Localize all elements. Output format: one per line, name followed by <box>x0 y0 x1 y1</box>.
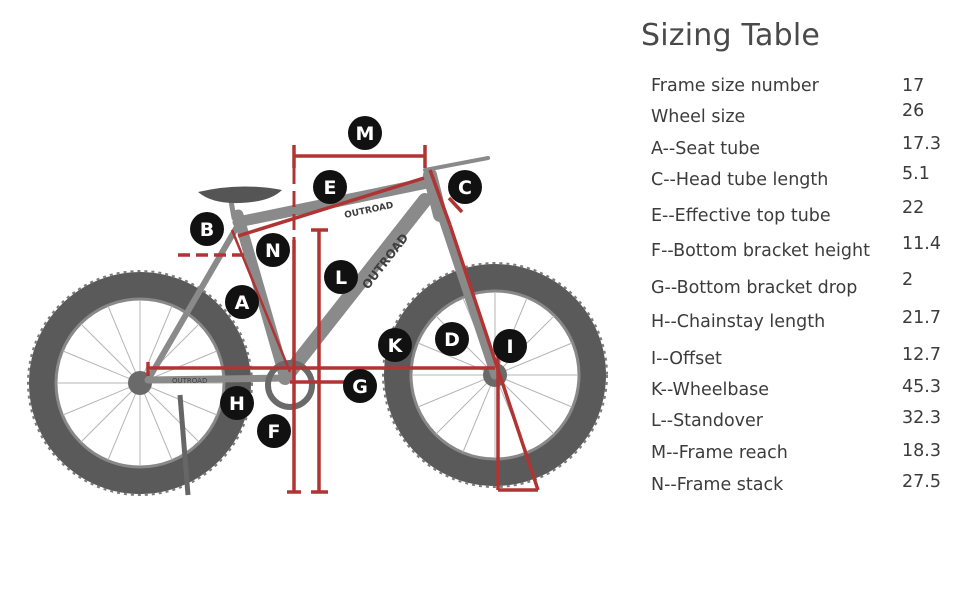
row-label-standover: L--Standover <box>651 411 763 431</box>
marker-m-label: M <box>356 123 375 145</box>
row-label-frame-reach: M--Frame reach <box>651 443 788 463</box>
row-label-seat-tube: A--Seat tube <box>651 139 761 159</box>
bike-geometry-diagram: OUTROAD OUTROAD OUTROAD M E C B N L A K … <box>27 116 608 496</box>
marker-i: I <box>493 329 527 363</box>
marker-d: D <box>435 322 469 356</box>
saddle <box>198 186 282 204</box>
row-value-standover: 32.3 <box>902 408 941 428</box>
row-value-wheel-size: 26 <box>902 101 925 121</box>
row-value-offset: 12.7 <box>902 345 941 365</box>
marker-c: C <box>448 170 482 204</box>
marker-b: B <box>190 212 224 246</box>
marker-f-label: F <box>268 421 281 443</box>
row-label-wheel-size: Wheel size <box>651 107 746 127</box>
row-value-bb-height: 11.4 <box>902 234 941 254</box>
marker-c-label: C <box>458 177 472 199</box>
row-label-bb-drop: G--Bottom bracket drop <box>651 278 858 298</box>
row-value-frame-size: 17 <box>902 76 925 96</box>
row-label-head-tube: C--Head tube length <box>651 170 829 190</box>
row-value-frame-stack: 27.5 <box>902 472 941 492</box>
marker-k: K <box>378 328 412 362</box>
row-value-head-tube: 5.1 <box>902 164 930 184</box>
marker-k-label: K <box>388 335 404 357</box>
marker-i-label: I <box>506 336 513 358</box>
rear-wheel <box>27 270 253 496</box>
marker-g: G <box>343 369 377 403</box>
marker-e: E <box>313 170 347 204</box>
row-label-frame-stack: N--Frame stack <box>651 475 784 495</box>
row-label-chainstay: H--Chainstay length <box>651 312 826 332</box>
marker-g-label: G <box>352 376 368 398</box>
measure-markers: M E C B N L A K D I G H F <box>190 116 527 448</box>
row-label-effective-top-tube: E--Effective top tube <box>651 206 831 226</box>
chainstay-logo: OUTROAD <box>172 377 207 385</box>
marker-m: M <box>348 116 382 150</box>
marker-a: A <box>225 285 259 319</box>
row-label-bb-height: F--Bottom bracket height <box>651 241 870 261</box>
row-label-offset: I--Offset <box>651 349 722 369</box>
row-value-chainstay: 21.7 <box>902 308 941 328</box>
marker-n-label: N <box>265 240 281 262</box>
row-value-effective-top-tube: 22 <box>902 198 925 218</box>
marker-n: N <box>256 233 290 267</box>
marker-d-label: D <box>444 329 460 351</box>
chainring <box>265 360 315 410</box>
row-value-bb-drop: 2 <box>902 270 914 290</box>
kickstand <box>177 394 191 496</box>
marker-h: H <box>220 386 254 420</box>
marker-e-label: E <box>324 177 337 199</box>
measurement-lines <box>146 145 540 494</box>
marker-h-label: H <box>229 393 245 415</box>
marker-f: F <box>257 414 291 448</box>
marker-b-label: B <box>200 219 214 241</box>
row-label-frame-size: Frame size number <box>651 76 819 96</box>
row-value-frame-reach: 18.3 <box>902 441 941 461</box>
row-value-seat-tube: 17.3 <box>902 134 941 154</box>
sizing-table-title: Sizing Table <box>641 18 821 53</box>
row-value-wheelbase: 45.3 <box>902 377 941 397</box>
marker-a-label: A <box>235 292 250 314</box>
marker-l-label: L <box>335 267 347 289</box>
row-label-wheelbase: K--Wheelbase <box>651 380 770 400</box>
marker-l: L <box>324 260 358 294</box>
